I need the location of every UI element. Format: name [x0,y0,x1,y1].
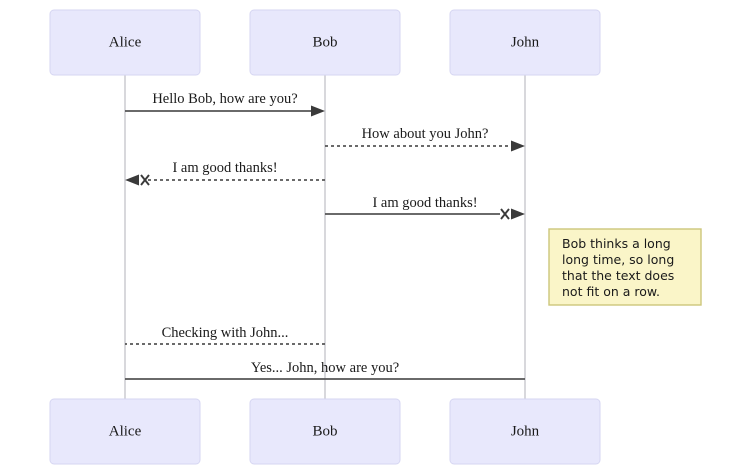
message-4-cross-icon [500,208,510,220]
message-2-arrowhead-icon [511,140,525,152]
actor-top-john-box[interactable] [449,9,601,76]
actor-top-john[interactable]: John [449,9,601,76]
message-3: I am good thanks! [125,160,325,186]
message-4: I am good thanks! [325,195,525,220]
message-6-label: Yes... John, how are you? [251,360,399,376]
actor-top-bob[interactable]: Bob [249,9,401,76]
note-1: Bob thinks a long long time, so long tha… [548,228,702,306]
actor-top-john-label: John [511,34,540,50]
message-3-cross-icon [140,174,150,186]
actor-bottom-bob[interactable]: Bob [249,398,401,465]
actor-bottom-bob-box[interactable] [249,398,401,465]
message-2-label: How about you John? [362,126,489,142]
actor-bottom-john-label: John [511,423,540,439]
actors-top-group: Alice Bob John [49,9,601,76]
actor-bottom-alice-label: Alice [109,423,142,439]
message-6: Yes... John, how are you? [125,360,525,380]
lifelines-group [124,75,526,399]
actor-top-alice-box[interactable] [49,9,201,76]
note-1-box [548,228,702,306]
message-1-label: Hello Bob, how are you? [152,91,297,107]
actor-bottom-john[interactable]: John [449,398,601,465]
note-1-line-1: Bob thinks a long [562,236,671,251]
actors-bottom-group: Alice Bob John [49,398,601,465]
actor-bottom-alice-box[interactable] [49,398,201,465]
actor-bottom-bob-label: Bob [312,423,337,439]
actor-top-bob-label: Bob [312,34,337,50]
message-3-label: I am good thanks! [172,160,277,176]
message-3-arrowhead-icon [125,174,139,186]
message-4-arrowhead-icon [511,208,525,220]
actor-bottom-john-box[interactable] [449,398,601,465]
message-1-arrowhead-icon [311,105,325,117]
message-2: How about you John? [325,126,525,152]
message-4-label: I am good thanks! [372,195,477,211]
actor-top-alice[interactable]: Alice [49,9,201,76]
message-5: Checking with John... [125,325,325,345]
actor-bottom-alice[interactable]: Alice [49,398,201,465]
message-5-label: Checking with John... [162,325,289,341]
actor-top-alice-label: Alice [109,34,142,50]
actor-top-bob-box[interactable] [249,9,401,76]
note-1-line-4: not fit on a row. [562,284,660,299]
note-1-line-3: that the text does [562,268,674,283]
note-1-line-2: long time, so long [562,252,674,267]
message-1: Hello Bob, how are you? [125,91,325,117]
